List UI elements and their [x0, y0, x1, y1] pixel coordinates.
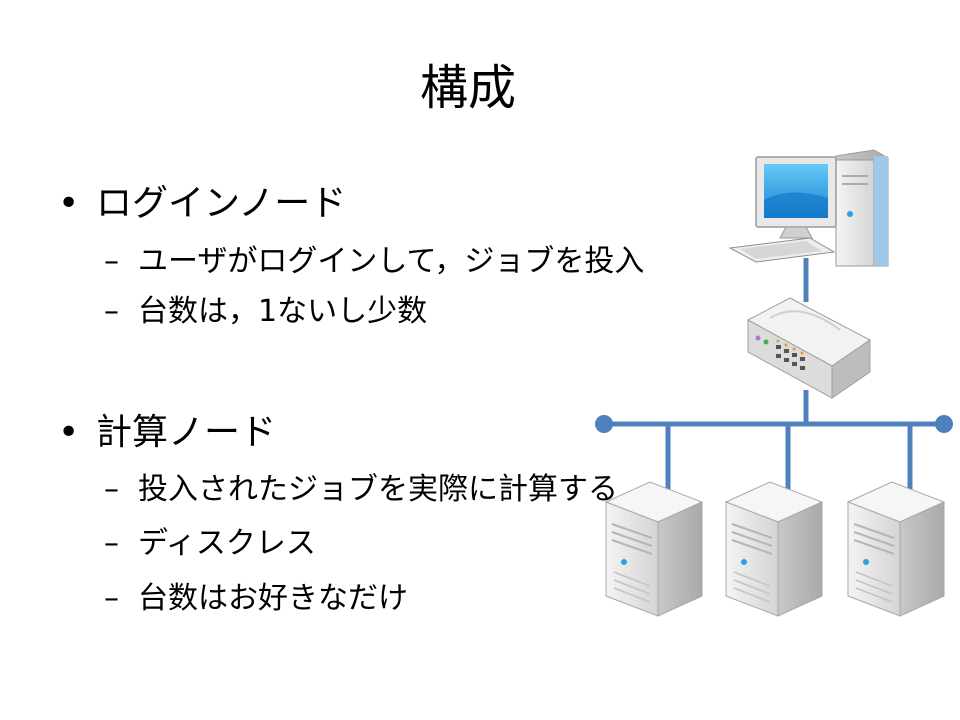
compute-item-3: –台数はお好きなだけ	[104, 580, 408, 618]
compute-item-3-text: 台数はお好きなだけ	[138, 581, 408, 616]
bullet-compute-node: • 計算ノード	[58, 411, 276, 455]
login-node-heading: ログインノード	[96, 183, 347, 224]
dash-mark: –	[104, 526, 119, 561]
bus-end-right-dot	[935, 415, 953, 433]
bullet-mark: •	[58, 412, 80, 453]
bus-end-left-dot	[595, 415, 613, 433]
login-item-2: –台数は，1ないし少数	[104, 293, 427, 331]
bullet-mark: •	[58, 183, 80, 224]
compute-item-2: –ディスクレス	[104, 525, 316, 563]
dash-mark: –	[104, 244, 119, 279]
server-icon	[846, 481, 946, 617]
server-icon	[724, 481, 824, 617]
login-item-1: –ユーザがログインして，ジョブを投入	[104, 243, 644, 281]
compute-node-heading: 計算ノード	[96, 412, 277, 453]
compute-item-1-text: 投入されたジョブを実際に計算する	[138, 472, 618, 507]
dash-mark: –	[104, 581, 119, 616]
dash-mark: –	[104, 472, 119, 507]
desktop-computer-icon	[728, 149, 889, 267]
compute-item-2-text: ディスクレス	[138, 526, 316, 561]
login-item-1-text: ユーザがログインして，ジョブを投入	[138, 244, 645, 279]
network-switch-icon	[746, 297, 871, 399]
compute-item-1: –投入されたジョブを実際に計算する	[104, 471, 618, 509]
slide-title: 構成	[419, 60, 516, 116]
login-item-2-text: 台数は，1ないし少数	[138, 294, 428, 329]
dash-mark: –	[104, 294, 119, 329]
bullet-login-node: • ログインノード	[58, 182, 346, 226]
network-lines	[604, 258, 944, 496]
server-icon	[604, 481, 704, 617]
